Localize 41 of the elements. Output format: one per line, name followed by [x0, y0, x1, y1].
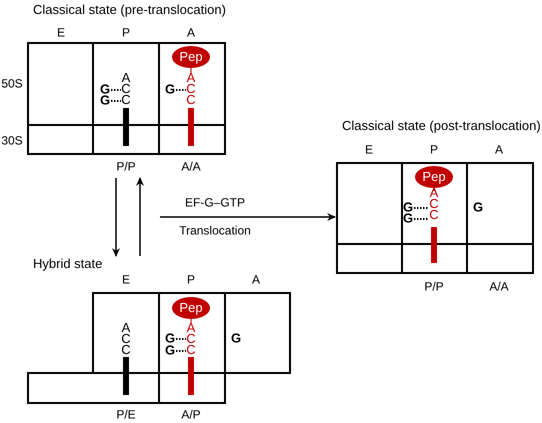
- base-letter: G: [402, 212, 414, 224]
- site-label: E: [365, 144, 373, 156]
- trna-state-label: P/P: [116, 160, 136, 174]
- arrow: [112, 178, 120, 257]
- panel-title: Classical state (pre-translocation): [33, 2, 226, 18]
- peptide-ellipse: Pep: [415, 166, 453, 188]
- peptide-ellipse: Pep: [172, 297, 210, 319]
- site-label: A: [187, 26, 195, 40]
- site-label: E: [122, 274, 130, 286]
- arrow: [136, 177, 144, 256]
- subunit-label: 50S: [1, 78, 23, 90]
- trna-end-letters: A C C: [120, 322, 132, 355]
- base-letter: G: [164, 82, 176, 96]
- trna-end-letters: A C C: [185, 72, 197, 105]
- panel-title: Classical state (post-translocation): [342, 118, 541, 134]
- trna-state-label: A/P: [181, 408, 201, 422]
- step-label: Translocation: [179, 224, 251, 238]
- site-label: P: [430, 144, 438, 156]
- trna-end-letters: A C C: [120, 72, 132, 105]
- panel-title: Hybrid state: [33, 256, 102, 272]
- trna-state-label: A/A: [181, 160, 201, 174]
- edge-label: EF-G–GTP: [185, 196, 245, 210]
- trna-end-letters: A C C: [185, 322, 197, 355]
- base-letter: G: [164, 332, 176, 344]
- base-letter: G: [164, 344, 176, 356]
- site-label: E: [57, 26, 65, 40]
- trna-state-label: P/E: [116, 408, 136, 422]
- trna-state-label: A/A: [489, 280, 509, 294]
- base-letter: G: [472, 200, 484, 214]
- base-letter: G: [230, 332, 242, 344]
- arrow: [160, 213, 336, 221]
- site-label: P: [187, 274, 195, 286]
- peptide-ellipse: Pep: [172, 46, 210, 68]
- site-label: A: [495, 144, 503, 156]
- subunit-label: 30S: [1, 134, 23, 148]
- site-label: P: [122, 26, 130, 40]
- trna-state-label: P/P: [424, 280, 444, 294]
- base-letter: G: [100, 82, 110, 96]
- base-letter: G: [402, 200, 414, 214]
- base-letter: G: [100, 94, 110, 106]
- site-label: A: [252, 274, 260, 286]
